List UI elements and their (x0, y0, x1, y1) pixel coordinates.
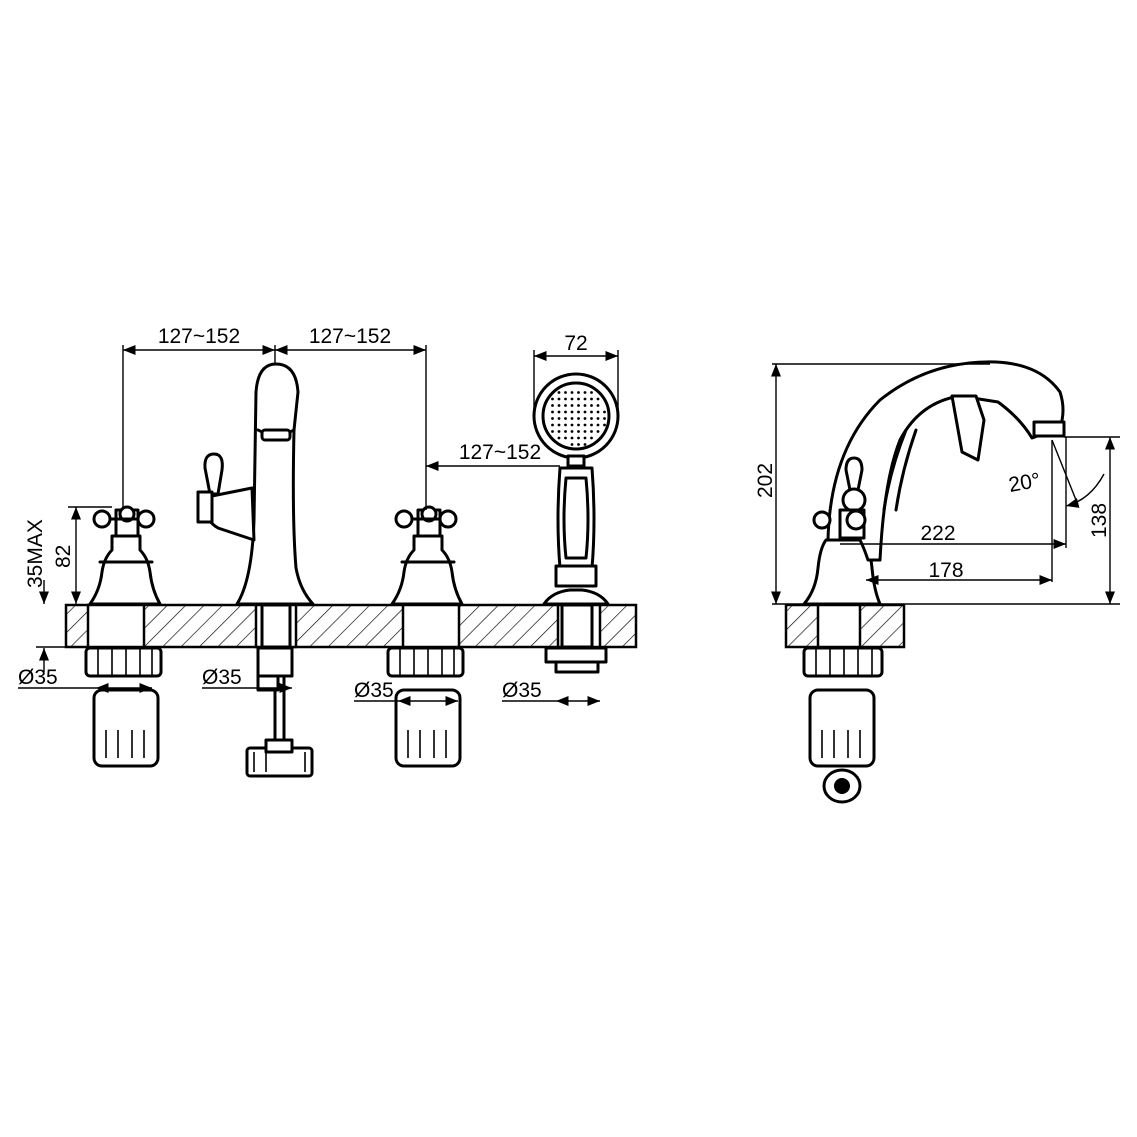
spray-hole (590, 436, 593, 440)
spray-hole (570, 391, 574, 394)
dim-handshower-width: 72 (564, 332, 587, 355)
center-spout (196, 362, 315, 778)
spray-hole (590, 397, 593, 401)
dim-spout-angle: 20° (1007, 469, 1042, 497)
spray-hole (570, 430, 574, 433)
dim-spacing-left: 127~152 (158, 325, 240, 348)
dim-spacing-right: 127~152 (309, 325, 391, 348)
dim-handle-height: 82 (52, 545, 75, 568)
spray-hole (551, 410, 554, 414)
spray-hole (570, 417, 574, 420)
dim-deck-max: 35MAX (24, 519, 47, 588)
dimension-lines (18, 344, 1120, 707)
spray-hole (564, 410, 567, 414)
spray-hole (557, 430, 561, 433)
spray-hole (577, 443, 580, 446)
spray-hole (551, 404, 554, 407)
spray-hole (590, 410, 593, 414)
spray-hole (577, 436, 580, 440)
spray-hole (551, 417, 554, 420)
dim-spout-reach: 222 (920, 522, 955, 545)
spray-hole (570, 410, 574, 414)
spray-hole (577, 410, 580, 414)
spray-hole (551, 397, 554, 401)
spray-hole (570, 423, 574, 427)
spray-hole (603, 410, 606, 414)
spray-hole (564, 404, 567, 407)
spray-hole (557, 404, 561, 407)
spray-hole (583, 397, 587, 401)
spray-hole (590, 423, 593, 427)
spray-hole (564, 430, 567, 433)
spray-hole (583, 417, 587, 420)
dim-hole-3: Ø35 (354, 679, 394, 702)
dim-spout-reach-inner: 178 (928, 559, 963, 582)
spray-hole (596, 430, 600, 433)
spray-hole (577, 423, 580, 427)
spray-hole (564, 397, 567, 401)
spray-hole (570, 404, 574, 407)
spray-hole (577, 430, 580, 433)
spray-hole (577, 404, 580, 407)
right-cross-handle-valve (386, 505, 465, 768)
spray-hole (596, 397, 600, 401)
spray-hole (583, 391, 587, 394)
spray-hole (596, 404, 600, 407)
spray-hole (596, 417, 600, 420)
dim-handshower-spacing: 127~152 (459, 441, 541, 464)
spray-hole (583, 423, 587, 427)
spray-hole (583, 443, 587, 446)
spray-hole (557, 391, 561, 394)
spray-hole (603, 417, 606, 420)
spray-hole (564, 436, 567, 440)
spray-hole (583, 410, 587, 414)
dim-hole-4: Ø35 (502, 679, 542, 702)
spray-hole (557, 417, 561, 420)
spray-hole (570, 397, 574, 401)
spray-hole (577, 397, 580, 401)
spray-hole (590, 430, 593, 433)
deck-section (64, 603, 638, 649)
shower-spray-holes (551, 391, 606, 446)
spray-hole (590, 404, 593, 407)
dimension-labels: 127~152 127~152 127~152 72 35MAX 82 Ø35 … (18, 325, 1111, 702)
dim-spout-height: 138 (1088, 503, 1111, 538)
spray-hole (603, 423, 606, 427)
spray-hole (564, 391, 567, 394)
spray-hole (557, 436, 561, 440)
spray-hole (596, 423, 600, 427)
dim-side-height: 202 (754, 463, 777, 498)
spray-hole (551, 430, 554, 433)
spray-hole (570, 436, 574, 440)
hand-shower (532, 372, 620, 674)
side-view-spout (784, 360, 1066, 804)
spray-hole (551, 423, 554, 427)
dim-hole-1: Ø35 (18, 666, 58, 689)
spray-hole (557, 423, 561, 427)
spray-hole (583, 404, 587, 407)
spray-hole (564, 423, 567, 427)
spray-hole (590, 417, 593, 420)
spray-hole (583, 436, 587, 440)
dim-hole-2: Ø35 (202, 666, 242, 689)
spray-hole (577, 417, 580, 420)
spray-hole (590, 391, 593, 394)
spray-hole (557, 410, 561, 414)
spray-hole (577, 391, 580, 394)
spray-hole (570, 443, 574, 446)
spray-hole (596, 410, 600, 414)
spray-hole (564, 417, 567, 420)
left-cross-handle-valve (84, 505, 163, 768)
spray-hole (557, 397, 561, 401)
spray-hole (583, 430, 587, 433)
